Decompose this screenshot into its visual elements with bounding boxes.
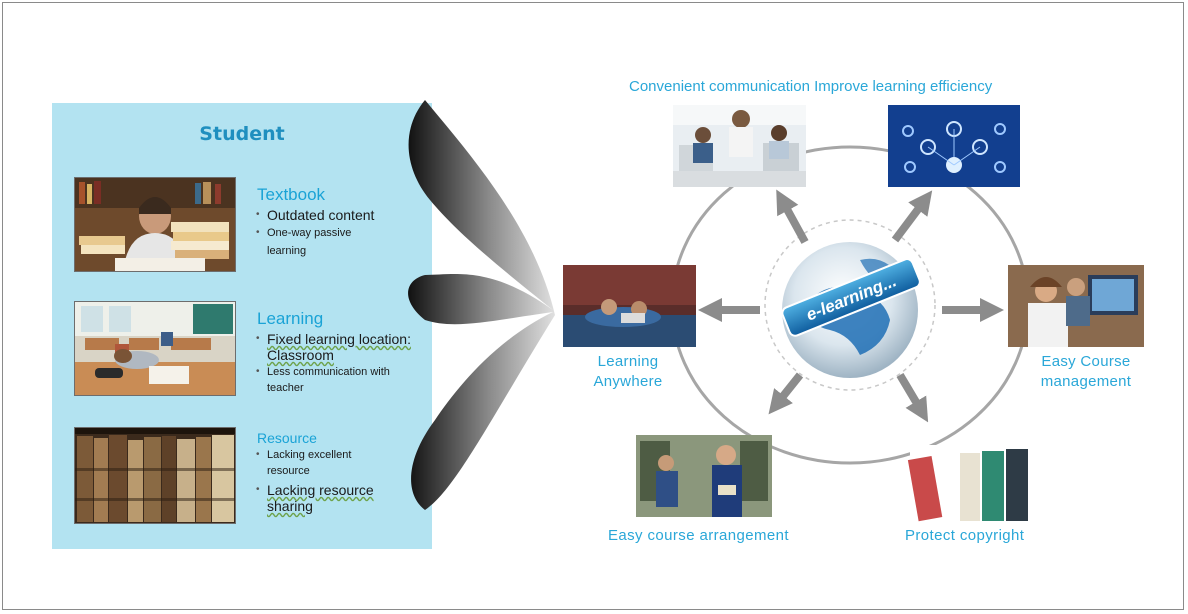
bullet-item: One-way passive learning [255, 224, 377, 260]
course-arrangement-label: Easy course arrangement [608, 527, 789, 544]
arrow-icon [776, 189, 809, 244]
funnel-arrow [408, 100, 555, 510]
learning-anywhere-label: Learning Anywhere [593, 353, 663, 390]
diagram-header: Convenient communication Improve learnin… [629, 78, 993, 95]
course-management-label: Easy Course management [1040, 353, 1132, 390]
student-panel: Student Textbook Outdated content One-wa… [52, 103, 432, 549]
learning-bullets: Fixed learning location: Classroom Less … [255, 331, 427, 396]
resource-title: Resource [257, 430, 317, 446]
textbook-bullets: Outdated content One-way passive learnin… [255, 207, 425, 260]
course-management-photo [1008, 265, 1144, 347]
bullet-item: Lacking excellent resource [255, 447, 377, 479]
communication-photo [673, 105, 806, 187]
old-books-photo [74, 427, 236, 524]
bullet-item: Lacking resource sharing [255, 482, 397, 514]
student-title: Student [199, 123, 285, 145]
globe-icon: e-learning... [781, 242, 921, 378]
learning-anywhere-photo [563, 265, 696, 347]
arrow-icon [896, 372, 929, 423]
bullet-item: Outdated content [255, 207, 425, 223]
protect-copyright-photo [907, 445, 1030, 522]
bullet-item: Less communication with teacher [255, 364, 417, 396]
protect-copyright-label: Protect copyright [905, 527, 1025, 544]
classroom-photo [74, 301, 236, 396]
arrow-icon [768, 372, 804, 415]
course-arrangement-photo [636, 435, 772, 517]
arrow-icon [891, 190, 933, 243]
resource-bullets: Lacking excellent resource Lacking resou… [255, 447, 405, 514]
network-icon [888, 105, 1020, 187]
textbook-student-photo [74, 177, 236, 272]
learning-title: Learning [257, 309, 324, 328]
textbook-title: Textbook [257, 185, 326, 204]
bullet-item: Fixed learning location: Classroom [255, 331, 427, 363]
inner-dashed-ring [764, 219, 936, 391]
diagram-canvas: e-learning... [563, 105, 1144, 522]
